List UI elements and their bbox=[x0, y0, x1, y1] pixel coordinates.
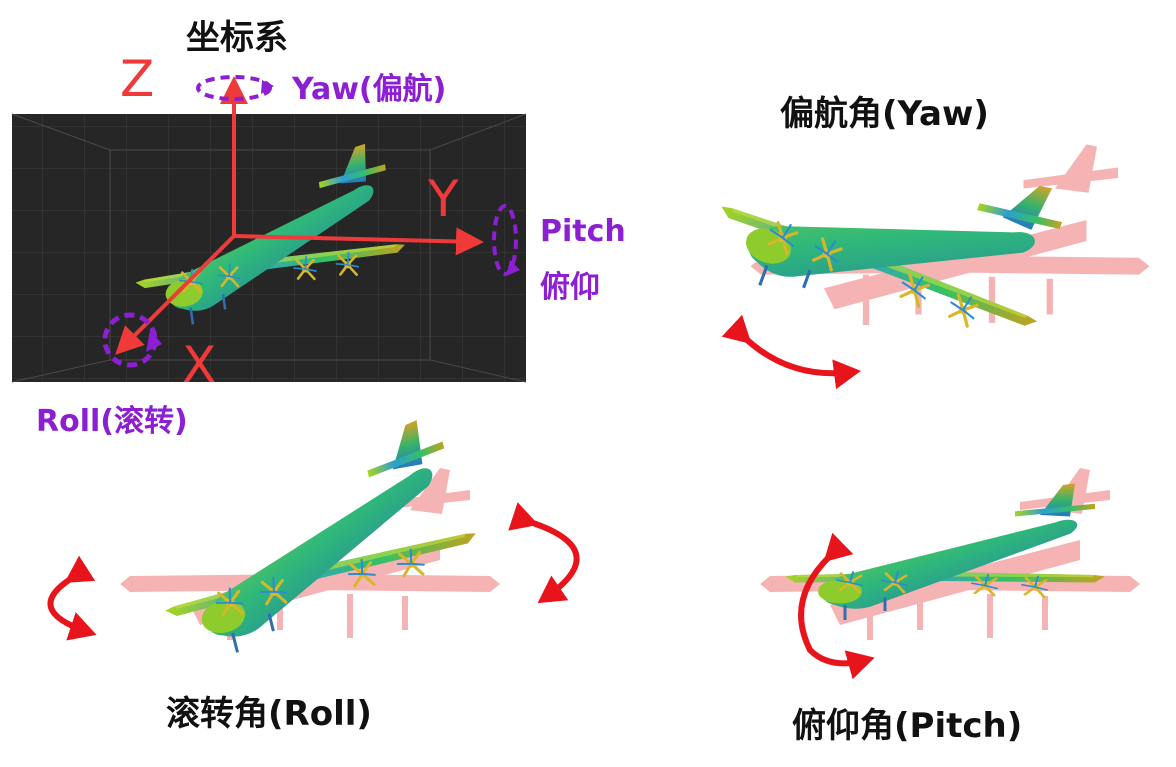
yaw-caption: 偏航角(Yaw) bbox=[780, 94, 989, 134]
yaw-rotation-icon bbox=[196, 75, 274, 101]
roll-airplane bbox=[135, 413, 490, 667]
y-axis-arrow bbox=[233, 227, 484, 256]
pitch-motion-arrow bbox=[798, 532, 875, 680]
pitch-rotation-icon bbox=[492, 204, 520, 276]
roll-label: Roll(滚转) bbox=[36, 404, 188, 439]
x-axis-label: X bbox=[182, 336, 217, 394]
title: 坐标系 bbox=[186, 18, 288, 58]
x-axis-arrow bbox=[115, 234, 236, 355]
y-axis-label: Y bbox=[428, 170, 459, 228]
roll-rotation-icon bbox=[102, 312, 162, 368]
roll-motion-arrow-left bbox=[47, 555, 97, 641]
roll-caption: 滚转角(Roll) bbox=[166, 694, 372, 734]
yaw-motion-arrow bbox=[721, 314, 861, 390]
pitch-label: Pitch bbox=[540, 214, 626, 249]
z-axis-label: Z bbox=[120, 50, 155, 108]
pitch-label-cn: 俯仰 bbox=[540, 270, 600, 305]
yaw-label: Yaw(偏航) bbox=[292, 72, 447, 107]
roll-motion-arrow-right bbox=[508, 502, 580, 604]
pitch-caption: 俯仰角(Pitch) bbox=[792, 706, 1023, 746]
